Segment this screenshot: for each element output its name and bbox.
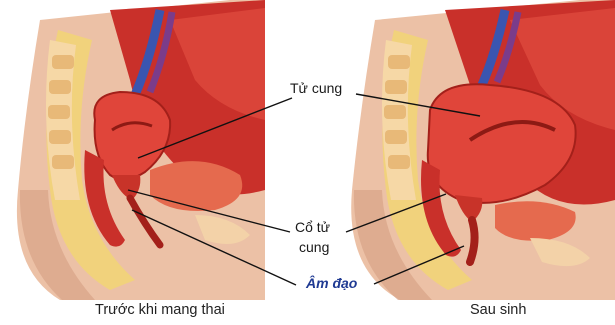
label-uterus: Tử cung <box>290 80 342 97</box>
label-cervix-line1: Cổ tử <box>295 219 330 236</box>
panel-before-pregnancy <box>17 0 265 300</box>
caption-after-birth: Sau sinh <box>470 302 526 318</box>
label-cervix-line2: cung <box>299 239 329 256</box>
caption-before-pregnancy: Trước khi mang thai <box>95 302 225 318</box>
vaginal-canal-right <box>470 220 475 262</box>
panel-after-birth <box>351 0 615 300</box>
label-vagina: Âm đạo <box>306 275 357 292</box>
